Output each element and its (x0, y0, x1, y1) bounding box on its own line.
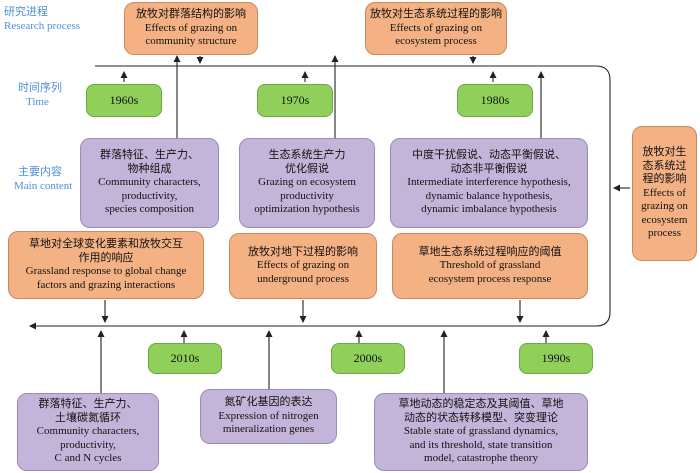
decade-1990s: 1990s (519, 343, 593, 374)
content-1960s: 群落特征、生产力、 物种组成 Community characters, pro… (80, 138, 219, 228)
top-timeline (29, 65, 611, 330)
content-2010s: 群落特征、生产力、 土壤碳氮循环 Community characters, p… (17, 393, 159, 471)
content-1980s: 中度干扰假说、动态平衡假说、 动态非平衡假说 Intermediate inte… (390, 138, 588, 228)
box-threshold-response: 草地生态系统过程响应的阈值 Threshold of grassland eco… (392, 233, 588, 299)
box-underground-process: 放牧对地下过程的影响 Effects of grazing on undergr… (229, 233, 377, 299)
box-global-change-response: 草地对全球变化要素和放牧交互 作用的响应 Grassland response … (8, 231, 204, 299)
box-ecosystem-process: 放牧对生态系统过程的影响 Effects of grazing on ecosy… (365, 2, 507, 55)
content-1990s: 草地动态的稳定态及其阈值、草地 动态的状态转移模型、突变理论 Stable st… (374, 393, 588, 471)
time-label: 时间序列 Time (18, 82, 62, 108)
decade-1970s: 1970s (257, 84, 333, 117)
research-process-label: 研究进程 Research process (4, 6, 81, 32)
content-1970s: 生态系统生产力 优化假说 Grazing on ecosystem produc… (239, 138, 375, 228)
decade-1980s: 1980s (457, 84, 533, 117)
decade-2000s: 2000s (331, 343, 405, 374)
box-right-ecosystem-effects: 放牧对生 态系统过 程的影响 Effects of grazing on eco… (632, 126, 697, 261)
main-content-label: 主要内容 Main content (14, 166, 73, 192)
decade-2010s: 2010s (148, 343, 222, 374)
decade-1960s: 1960s (86, 84, 162, 117)
content-2000s: 氮矿化基因的表达 Expression of nitrogen minerali… (200, 389, 337, 444)
box-community-structure: 放牧对群落结构的影响 Effects of grazing on communi… (124, 2, 258, 55)
